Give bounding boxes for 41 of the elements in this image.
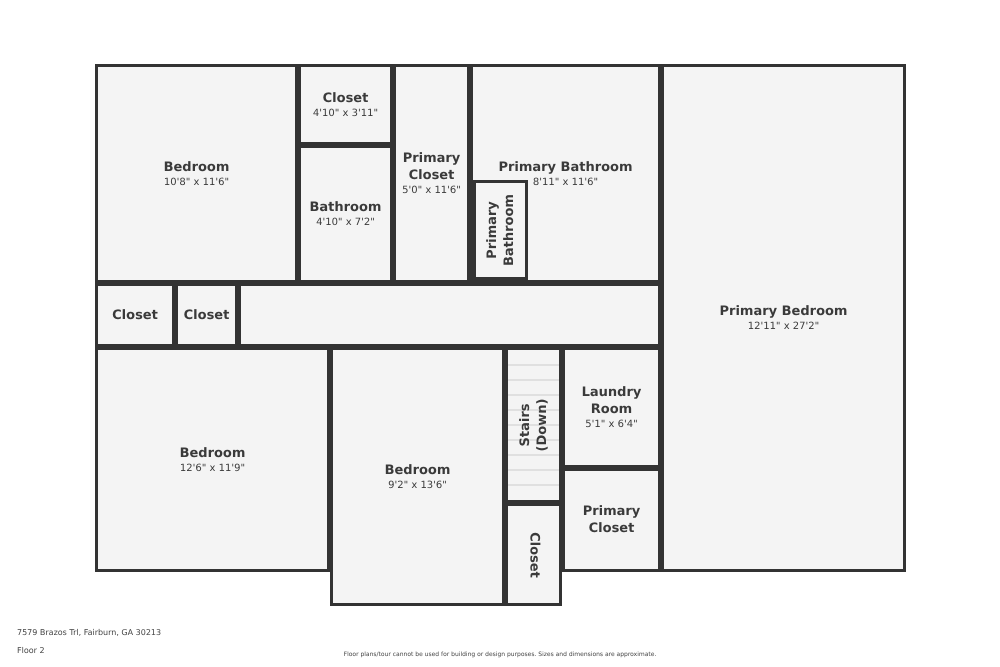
room-dimensions: 4'10" x 7'2" — [316, 216, 375, 229]
room-name: Closet — [525, 532, 542, 578]
room-name: Closet — [184, 306, 230, 324]
room-area — [473, 180, 528, 280]
hallway-area — [238, 283, 661, 347]
room-area — [95, 283, 175, 347]
room-dimensions: 9'2" x 13'6" — [388, 478, 447, 492]
room-name: Primary Bathroom — [484, 193, 518, 268]
room-dimensions: 8'11" x 11'6" — [532, 176, 598, 188]
room-area — [470, 64, 661, 283]
room-area — [175, 283, 238, 347]
room-name: Bedroom — [180, 444, 246, 462]
room-dimensions: 5'1" x 6'4" — [585, 418, 638, 431]
room-area — [298, 64, 393, 145]
room-area — [330, 347, 505, 606]
room-area — [298, 145, 393, 283]
room-name: Primary Bathroom — [498, 158, 633, 176]
room-area — [95, 64, 298, 283]
room-area — [661, 64, 906, 572]
room-area — [562, 468, 661, 572]
room-name: Closet — [112, 306, 158, 324]
room-name: Bathroom — [310, 199, 382, 216]
room-dimensions: 10'8" x 11'6" — [164, 176, 230, 188]
room-name: Primary Bedroom — [720, 303, 848, 320]
floor-number: Floor 2 — [17, 646, 45, 655]
room-name: Primary Closet — [582, 503, 642, 537]
room-area — [505, 503, 562, 606]
room-name: Bedroom — [384, 462, 450, 478]
room-area — [95, 347, 330, 572]
address-text: 7579 Brazos Trl, Fairburn, GA 30213 — [17, 628, 162, 637]
room-dimensions: 4'10" x 3'11" — [312, 106, 378, 120]
room-name: Primary Closet — [402, 150, 462, 184]
room-name: Laundry Room — [580, 384, 642, 418]
room-dimensions: 5'0" x 11'6" — [402, 184, 461, 197]
room-dimensions: 12'11" x 27'2" — [748, 320, 820, 333]
room-area — [562, 347, 661, 468]
room-name: Bedroom — [164, 158, 230, 176]
room-name: Stairs (Down) — [516, 398, 550, 454]
room-area — [393, 64, 470, 283]
room-dimensions: 12'6" x 11'9" — [180, 462, 246, 474]
room-name: Closet — [322, 90, 368, 106]
